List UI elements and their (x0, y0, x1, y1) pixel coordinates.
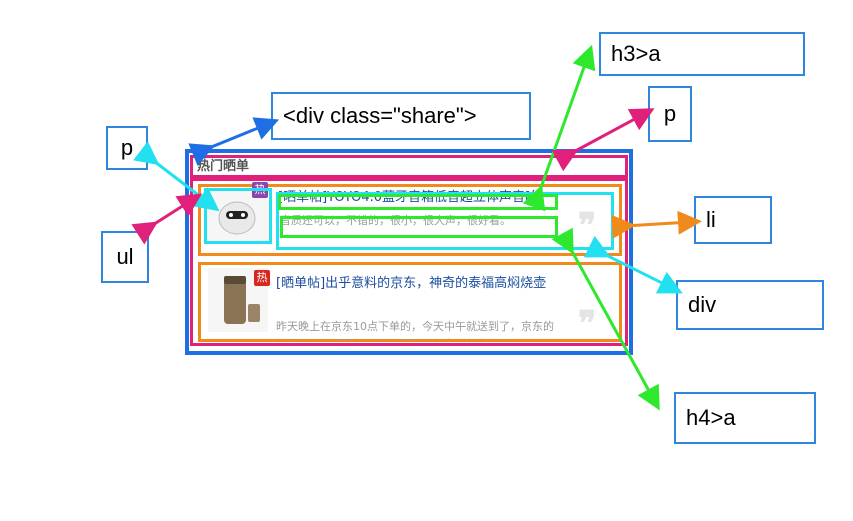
arrow-share (188, 117, 280, 166)
arrow-li (611, 210, 702, 239)
item-title-link[interactable]: [晒单帖]出乎意料的京东，神奇的泰福高焖烧壶 (276, 276, 547, 291)
label-h3a: h3>a (599, 32, 805, 76)
label-p-right: p (648, 86, 692, 142)
item-description: 昨天晚上在京东10点下单的，今天中午就送到了，京东的快递员实在理遗好上面且不是还… (276, 320, 554, 340)
hot-badge: 热 (254, 270, 270, 286)
label-div: div (676, 280, 824, 330)
arrow-div (583, 235, 683, 294)
arrow-h4a (551, 227, 660, 411)
h4-link-box (280, 216, 558, 238)
flask-icon (224, 276, 260, 324)
label-share: <div class="share"> (271, 92, 531, 140)
arrow-p-left (133, 141, 220, 212)
label-h4a: h4>a (674, 392, 816, 444)
speaker-icon (218, 201, 256, 235)
thumbnail-p-box (204, 188, 272, 244)
arrow-ul (131, 193, 203, 245)
arrow-p-right (551, 108, 655, 172)
label-ul: ul (101, 231, 149, 283)
label-li: li (694, 196, 772, 244)
arrow-h3a (522, 44, 596, 212)
